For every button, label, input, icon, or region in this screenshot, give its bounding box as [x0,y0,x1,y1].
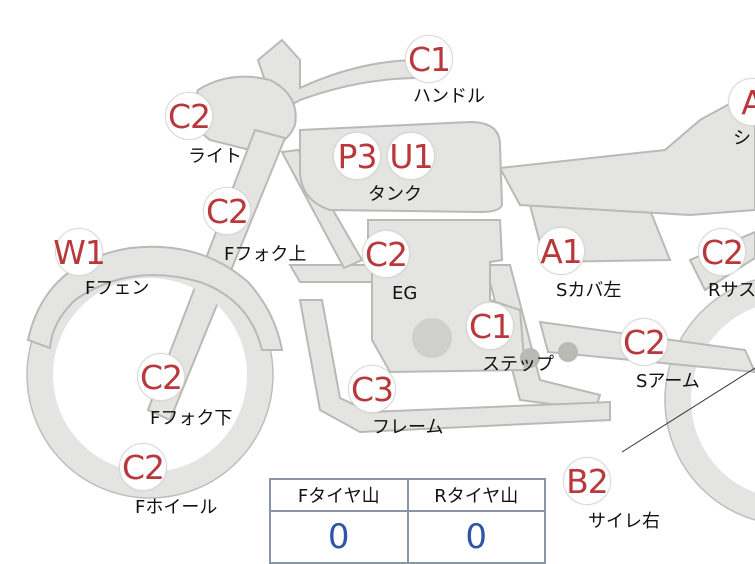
front-tire-value[interactable]: 0 [269,510,409,564]
step-peg-dot-2 [558,342,578,362]
step-label: ステップ [482,354,554,375]
leader-line [621,367,755,453]
side-cover-left-code-badge[interactable]: A1 [537,227,585,275]
fork-upper-label: Fフォク上 [224,244,307,265]
rear-wheel-shape [665,280,755,520]
fork-upper-code-badge[interactable]: C2 [203,187,251,235]
tank-code-badge-u1[interactable]: U1 [387,132,435,180]
fender-code-badge[interactable]: W1 [53,228,106,276]
handle-code-badge[interactable]: C1 [405,35,453,83]
seat-shape [498,88,755,217]
frame-lower-shape [298,299,611,434]
side-cover-left-label: Sカバ左 [556,280,622,301]
seat-label: シ [733,128,751,149]
frame-label: フレーム [372,417,444,438]
rear-tire-value[interactable]: 0 [406,510,546,564]
front-fender-shape [26,245,284,351]
front-wheel-label: Fホイール [135,497,218,518]
tank-label: タンク [368,184,422,205]
engine-code-badge[interactable]: C2 [362,230,410,278]
front-wheel-code-badge[interactable]: C2 [119,443,167,491]
rear-tire-header: Rタイヤ山 [406,478,546,512]
fork-lower-label: Fフォク下 [150,408,233,429]
fork-lower-code-badge[interactable]: C2 [137,353,185,401]
rear-suspension-label: Rサス [708,280,755,301]
step-peg-dot-1 [520,348,540,368]
light-label: ライト [188,146,242,167]
frame-code-badge[interactable]: C3 [348,365,396,413]
step-code-badge[interactable]: C1 [466,302,514,350]
rear-suspension-code-badge[interactable]: C2 [698,228,746,276]
handle-label: ハンドル [413,86,485,107]
muffler-right-code-badge[interactable]: B2 [563,457,611,505]
muffler-right-label: サイレ右 [588,511,660,532]
engine-cover-dot [412,318,452,358]
fender-label: Fフェン [85,278,150,299]
tire-tread-table: Fタイヤ山 Rタイヤ山 0 0 [269,478,546,564]
rear-wheel-outer-edge [664,279,755,521]
swing-arm-code-badge[interactable]: C2 [620,318,668,366]
tank-code-badge-p3[interactable]: P3 [333,132,381,180]
engine-label: EG [392,283,418,304]
front-tire-header: Fタイヤ山 [269,478,409,512]
light-code-badge[interactable]: C2 [165,92,213,140]
swing-arm-label: Sアーム [636,371,700,392]
